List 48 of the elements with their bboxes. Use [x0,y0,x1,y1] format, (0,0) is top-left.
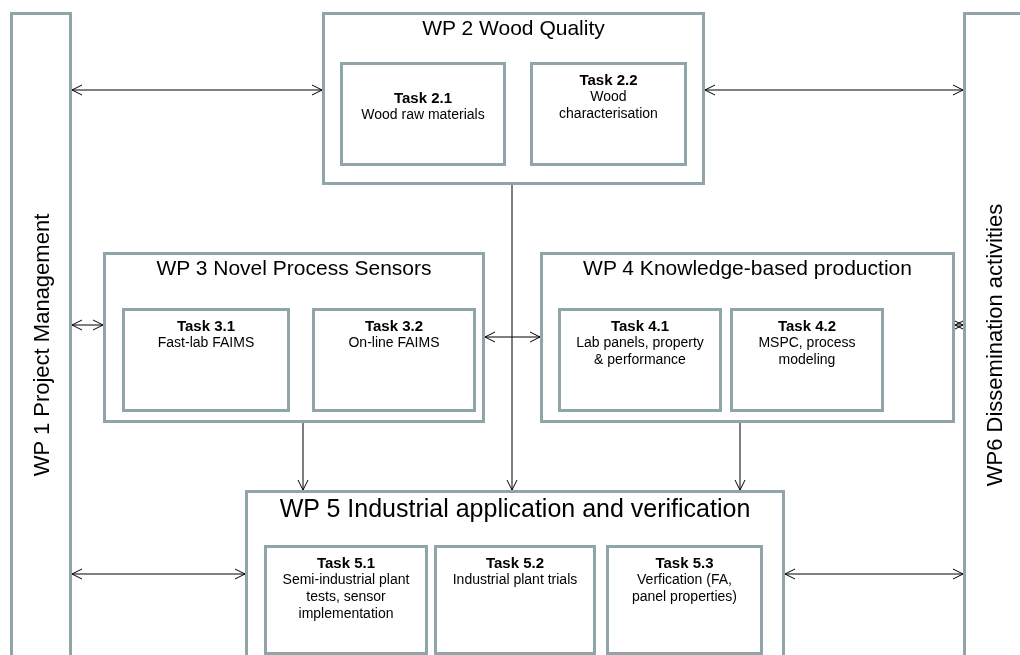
task-box [312,308,476,412]
band-title: WP 1 Project Management [27,213,55,477]
task-number: Task 2.1 [393,89,453,106]
work-package-box [245,490,785,655]
task-description: Industrial plant trials [452,571,578,588]
task-description: Semi-industrial plant tests, sensor implementation [281,571,411,622]
task-description: Verfication (FA, panel properties) [630,571,739,605]
task-description: MSPC, process modeling [757,334,857,368]
task-description: Wood characterisation [558,88,659,122]
task-number: Task 3.1 [176,317,236,334]
arrow [484,331,541,343]
arrow [297,422,309,491]
work-package-title: WP 3 Novel Process Sensors [155,255,433,281]
arrow [734,422,746,491]
arrow [71,84,323,96]
work-package-title: WP 4 Knowledge-based production [582,255,913,281]
work-package-band [10,12,72,655]
task-number: Task 4.1 [610,317,670,334]
work-package-box [103,252,485,423]
task-box [434,545,596,655]
task-number: Task 5.1 [316,554,376,571]
arrow [784,568,964,580]
task-number: Task 3.2 [364,317,424,334]
task-box [340,62,506,166]
task-number: Task 5.3 [655,554,714,571]
task-box [530,62,687,166]
work-package-title: WP 2 Wood Quality [421,15,606,41]
task-description: Wood raw materials [361,106,485,123]
task-number: Task 5.2 [485,554,545,571]
task-box [558,308,722,412]
task-number: Task 4.2 [777,317,837,334]
work-package-box [322,12,705,185]
arrow [506,184,518,491]
work-package-box [540,252,955,423]
task-description: Lab panels, property & performance [575,334,705,368]
arrow [704,84,964,96]
task-box [606,545,763,655]
band-title: WP6 Dissemination activities [980,203,1008,487]
task-box [122,308,290,412]
task-box [264,545,428,655]
task-number: Task 2.2 [579,71,638,88]
arrow [71,319,104,331]
task-description: Fast-lab FAIMS [157,334,255,351]
work-package-band [963,12,1020,655]
task-box [730,308,884,412]
arrow [71,568,246,580]
task-description: On-line FAIMS [348,334,440,351]
work-package-title: WP 5 Industrial application and verification [278,493,752,524]
